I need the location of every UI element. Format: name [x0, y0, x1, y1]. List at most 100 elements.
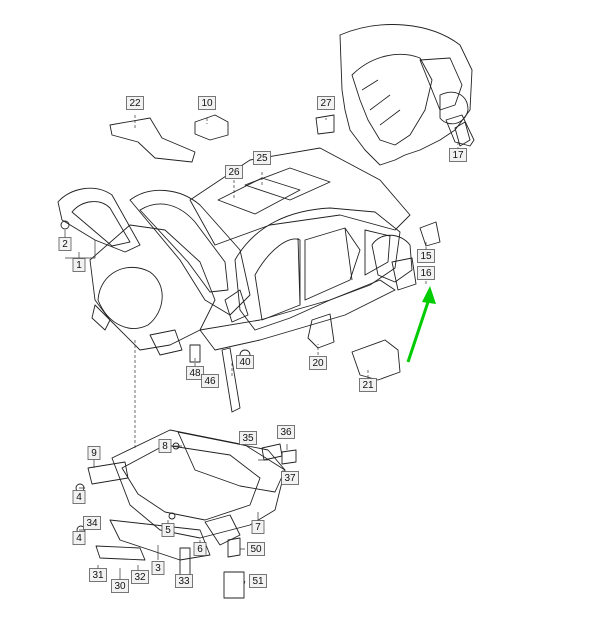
callout-number: 25 — [256, 153, 268, 164]
callout-25: 25 — [253, 151, 271, 165]
callout-number: 37 — [284, 473, 296, 484]
callout-number: 50 — [250, 544, 262, 555]
callout-6: 6 — [193, 542, 207, 556]
callout-number: 4 — [76, 533, 82, 544]
callout-box — [309, 356, 327, 370]
callout-7: 7 — [251, 520, 265, 534]
rear-quarter-panel-drawing — [339, 24, 475, 166]
callout-number: 8 — [162, 441, 168, 452]
callout-number: 26 — [228, 167, 240, 178]
callout-box — [201, 374, 219, 388]
callout-4: 4 — [72, 531, 86, 545]
callout-number: 10 — [201, 98, 213, 109]
callout-box — [72, 258, 86, 272]
callout-number: 51 — [252, 576, 264, 587]
callout-21: 21 — [359, 378, 377, 392]
callout-number: 7 — [255, 522, 261, 533]
callout-number: 1 — [76, 260, 82, 271]
callout-box — [111, 579, 129, 593]
callout-36: 36 — [277, 425, 295, 439]
callout-box — [158, 439, 172, 453]
callout-box — [126, 96, 144, 110]
callout-box — [247, 542, 265, 556]
callout-34: 34 — [83, 516, 101, 530]
body-in-white-drawing — [89, 147, 413, 356]
callout-35: 35 — [239, 431, 257, 445]
callout-number: 3 — [155, 563, 161, 574]
callout-3: 3 — [151, 561, 165, 575]
callout-32: 32 — [131, 570, 149, 584]
callout-box — [236, 355, 254, 369]
callout-number: 4 — [76, 492, 82, 503]
callout-number: 6 — [197, 544, 203, 555]
callout-2: 2 — [58, 237, 72, 251]
bulkhead-assembly-drawing — [75, 429, 297, 599]
callout-number: 32 — [134, 572, 146, 583]
callout-box — [317, 96, 335, 110]
callout-box — [281, 471, 299, 485]
callout-number: 21 — [362, 380, 374, 391]
small-parts-drawing — [57, 114, 471, 413]
callout-26: 26 — [225, 165, 243, 179]
callout-number: 31 — [92, 570, 104, 581]
callout-number: 34 — [86, 518, 98, 529]
callout-17: 17 — [449, 148, 467, 162]
callout-box — [417, 249, 435, 263]
callout-box — [198, 96, 216, 110]
highlight-arrow — [406, 286, 436, 363]
callout-8: 8 — [158, 439, 172, 453]
callout-number: 9 — [91, 448, 97, 459]
callout-number: 2 — [62, 239, 68, 250]
callout-number: 36 — [280, 427, 292, 438]
callout-number: 35 — [242, 433, 254, 444]
callout-46: 46 — [201, 374, 219, 388]
callout-box — [253, 151, 271, 165]
callout-box — [449, 148, 467, 162]
callout-box — [72, 531, 86, 545]
callout-box — [277, 425, 295, 439]
callout-51: 51 — [249, 574, 267, 588]
callout-number: 22 — [129, 98, 141, 109]
callout-5: 5 — [161, 523, 175, 537]
callout-1: 1 — [72, 258, 86, 272]
callout-box — [251, 520, 265, 534]
callout-27: 27 — [317, 96, 335, 110]
callout-box — [417, 266, 435, 280]
callout-number: 40 — [239, 357, 251, 368]
callout-33: 33 — [175, 574, 193, 588]
callout-number: 48 — [189, 368, 201, 379]
callout-box — [58, 237, 72, 251]
callout-40: 40 — [236, 355, 254, 369]
callout-number: 46 — [204, 376, 216, 387]
callout-box — [175, 574, 193, 588]
callout-box — [89, 568, 107, 582]
callout-4: 4 — [72, 490, 86, 504]
callout-box — [131, 570, 149, 584]
callout-number: 20 — [312, 358, 324, 369]
callout-30: 30 — [111, 579, 129, 593]
callout-number: 15 — [420, 251, 432, 262]
callout-box — [72, 490, 86, 504]
callout-number: 16 — [420, 268, 432, 279]
callout-10: 10 — [198, 96, 216, 110]
callout-31: 31 — [89, 568, 107, 582]
callout-number: 5 — [165, 525, 171, 536]
callout-22: 22 — [126, 96, 144, 110]
callout-number: 33 — [178, 576, 190, 587]
callout-37: 37 — [281, 471, 299, 485]
callout-number: 17 — [452, 150, 464, 161]
callout-50: 50 — [247, 542, 265, 556]
callout-box — [249, 574, 267, 588]
callout-16: 16 — [417, 266, 435, 280]
callout-15: 15 — [417, 249, 435, 263]
callout-box — [151, 561, 165, 575]
callout-box — [225, 165, 243, 179]
callout-48: 48 — [186, 366, 204, 380]
callout-box — [87, 446, 101, 460]
leader-lines — [64, 115, 459, 586]
callout-box — [186, 366, 204, 380]
callout-number: 30 — [114, 581, 126, 592]
